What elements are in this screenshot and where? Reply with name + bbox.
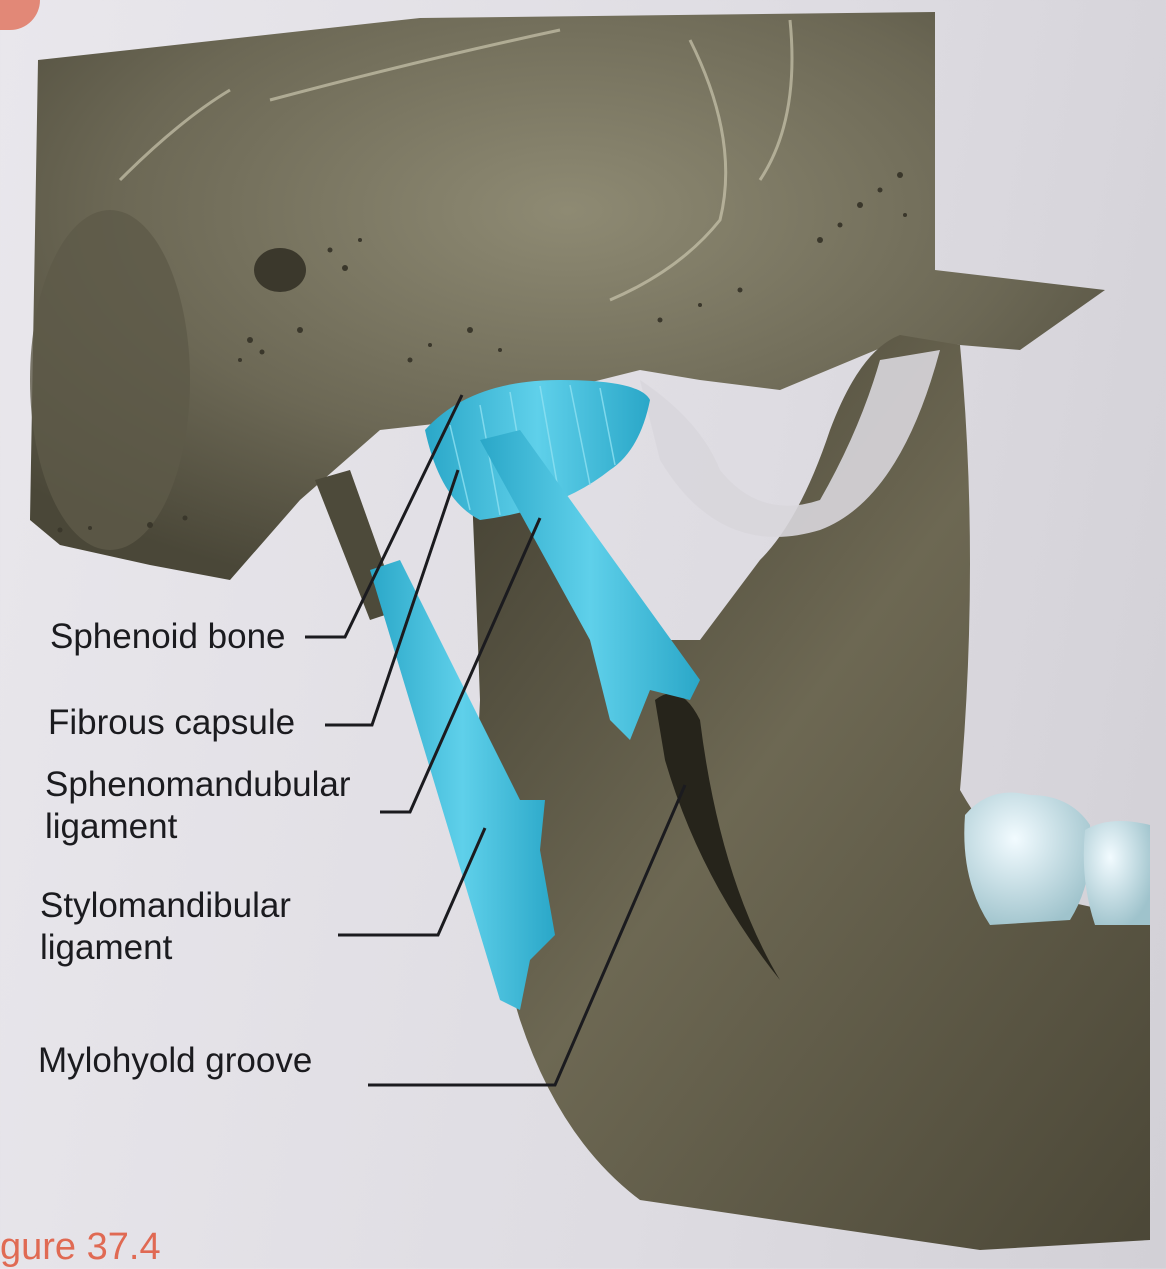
label-spheno-line2: ligament xyxy=(45,806,351,848)
molar-tooth-1 xyxy=(964,793,1091,926)
temporal-fossa xyxy=(30,210,190,550)
label-stylo-line1: Stylomandibular xyxy=(40,885,291,927)
label-spheno-line1: Sphenomandubular xyxy=(45,764,351,806)
label-stylo-line2: ligament xyxy=(40,927,291,969)
label-sphenoid-bone: Sphenoid bone xyxy=(50,616,286,658)
figure-caption: gure 37.4 xyxy=(0,1226,161,1269)
label-stylomandibular-ligament: Stylomandibular ligament xyxy=(40,885,291,969)
label-sphenomandibular-ligament: Sphenomandubular ligament xyxy=(45,764,351,848)
label-mylohyoid-groove: Mylohyold groove xyxy=(38,1040,312,1082)
label-fibrous-capsule: Fibrous capsule xyxy=(48,702,295,744)
molar-tooth-2 xyxy=(1084,821,1150,925)
